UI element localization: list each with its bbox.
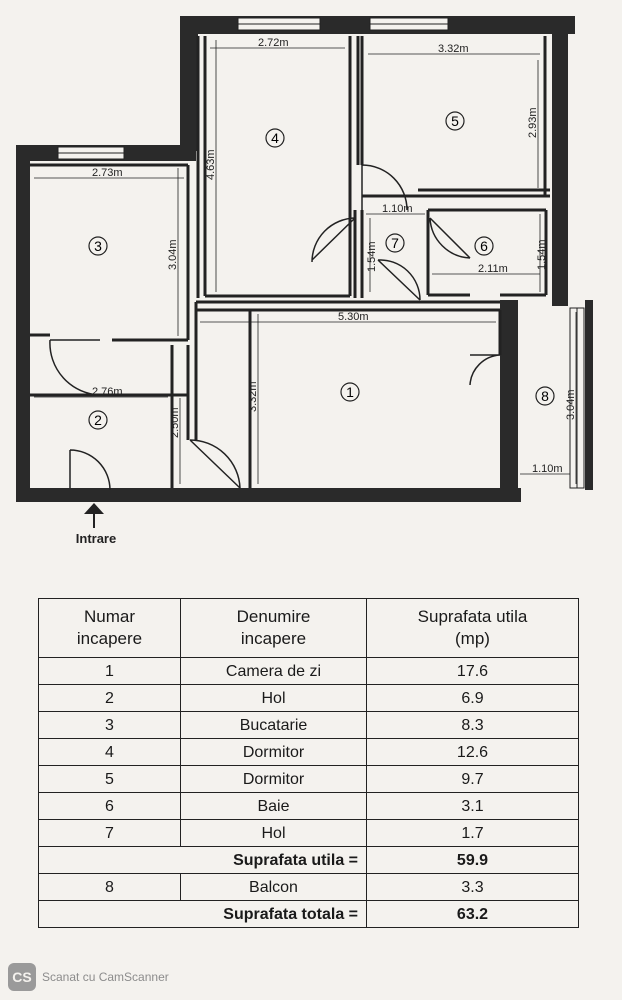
subtotal-row: Suprafata utila = 59.9 bbox=[38, 846, 579, 874]
cell-area: 3.1 bbox=[366, 792, 579, 820]
cell-nr: 6 bbox=[38, 792, 181, 820]
entrance-arrow bbox=[84, 503, 104, 528]
subtotal-label: Suprafata utila = bbox=[38, 846, 367, 874]
dim-r6-width: 2.11m bbox=[478, 263, 508, 275]
dim-r3-height: 3.04m bbox=[167, 239, 179, 270]
dim-r8-height: 3.04m bbox=[565, 389, 577, 420]
svg-text:4: 4 bbox=[271, 130, 279, 146]
dim-r5-width: 3.32m bbox=[438, 43, 469, 55]
cell-name: Baie bbox=[180, 792, 367, 820]
exterior-walls bbox=[16, 16, 593, 502]
svg-text:6: 6 bbox=[480, 238, 488, 254]
header-usable-area: Suprafata utila(mp) bbox=[366, 598, 579, 658]
room-marker-5: 5 bbox=[445, 111, 465, 131]
total-row: Suprafata totala = 63.2 bbox=[38, 900, 579, 928]
cell-nr: 3 bbox=[38, 711, 181, 739]
cell-name: Hol bbox=[180, 819, 367, 847]
room-marker-2: 2 bbox=[88, 410, 108, 430]
dim-r1-height: 3.32m bbox=[247, 381, 259, 412]
svg-text:2: 2 bbox=[94, 412, 102, 428]
svg-text:5: 5 bbox=[451, 113, 459, 129]
cell-area: 6.9 bbox=[366, 684, 579, 712]
total-value: 63.2 bbox=[366, 900, 579, 928]
cell-area: 17.6 bbox=[366, 657, 579, 685]
entrance-label: Intrare bbox=[76, 531, 116, 546]
dim-r5-height: 2.93m bbox=[527, 107, 539, 138]
dim-r8-width: 1.10m bbox=[532, 463, 563, 475]
room-marker-1: 1 bbox=[340, 382, 360, 402]
room-marker-8: 8 bbox=[535, 386, 555, 406]
watermark-text: Scanat cu CamScanner bbox=[42, 970, 169, 984]
cell-area: 3.3 bbox=[366, 873, 579, 901]
cell-nr: 5 bbox=[38, 765, 181, 793]
dim-r2-width: 2.76m bbox=[92, 386, 123, 398]
svg-text:8: 8 bbox=[541, 388, 549, 404]
room-marker-7: 7 bbox=[385, 233, 405, 253]
cell-name: Dormitor bbox=[180, 738, 367, 766]
room-marker-4: 4 bbox=[265, 128, 285, 148]
interior-walls bbox=[30, 36, 550, 488]
dim-r3-width: 2.73m bbox=[92, 167, 123, 179]
dim-r7-height: 1.54m bbox=[366, 241, 378, 272]
room-marker-6: 6 bbox=[474, 236, 494, 256]
dim-r2-height: 2.50m bbox=[169, 407, 181, 438]
dim-r6-height: 1.54m bbox=[536, 239, 548, 270]
cell-name: Camera de zi bbox=[180, 657, 367, 685]
svg-text:1: 1 bbox=[346, 384, 354, 400]
cell-nr: 7 bbox=[38, 819, 181, 847]
table-row: 8 Balcon 3.3 bbox=[38, 873, 579, 901]
cell-nr: 1 bbox=[38, 657, 181, 685]
dim-r7-width: 1.10m bbox=[382, 203, 413, 215]
cell-name: Hol bbox=[180, 684, 367, 712]
cell-area: 1.7 bbox=[366, 819, 579, 847]
dimension-lines bbox=[34, 40, 577, 484]
total-label: Suprafata totala = bbox=[38, 900, 367, 928]
dim-r4-height: 4.63m bbox=[205, 149, 217, 180]
windows bbox=[57, 17, 585, 489]
cell-name: Bucatarie bbox=[180, 711, 367, 739]
room-markers: 1 2 3 4 5 6 7 8 bbox=[88, 111, 555, 430]
cell-nr: 2 bbox=[38, 684, 181, 712]
room-marker-3: 3 bbox=[88, 236, 108, 256]
cell-nr: 8 bbox=[38, 873, 181, 901]
camscanner-watermark: CS Scanat cu CamScanner bbox=[8, 962, 169, 992]
cell-area: 8.3 bbox=[366, 711, 579, 739]
camscanner-logo-icon: CS bbox=[8, 963, 36, 991]
dim-r4-width: 2.72m bbox=[258, 37, 289, 49]
svg-text:3: 3 bbox=[94, 238, 102, 254]
doors bbox=[49, 164, 501, 491]
cell-nr: 4 bbox=[38, 738, 181, 766]
dim-r1-width: 5.30m bbox=[338, 311, 369, 323]
cell-name: Dormitor bbox=[180, 765, 367, 793]
cell-area: 12.6 bbox=[366, 738, 579, 766]
cell-area: 9.7 bbox=[366, 765, 579, 793]
subtotal-value: 59.9 bbox=[366, 846, 579, 874]
floor-plan: 2.72m 3.32m 4.63m 2.93m 2.73m 3.04m 1.10… bbox=[16, 16, 593, 546]
cell-name: Balcon bbox=[180, 873, 367, 901]
svg-text:7: 7 bbox=[391, 235, 399, 251]
